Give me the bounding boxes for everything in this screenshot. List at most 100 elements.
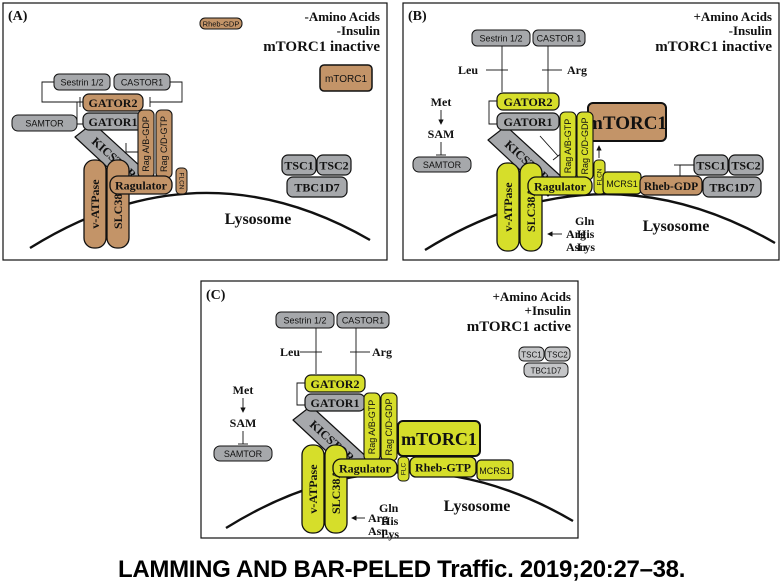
panel-a-tsc2 — [316, 154, 352, 176]
panel-b-gator2 — [496, 92, 560, 111]
panel-a-v-atpase — [83, 159, 107, 249]
panel-b-tsc1 — [693, 154, 729, 176]
panel-b-sestrin — [471, 29, 531, 47]
panel-b-mcrs1-label: MCRS1 — [606, 179, 638, 189]
panel-b-v-atpase — [496, 162, 520, 252]
panel-a-samtor — [11, 114, 78, 132]
panel-a-mtorc1-label: mTORC1 — [325, 74, 367, 85]
panel-b-met: Met — [431, 95, 452, 109]
panel-a-label: (A) — [8, 9, 28, 24]
panel-b-tbc1d7-label: TBC1D7 — [709, 181, 754, 195]
panel-a-samtor-label: SAMTOR — [25, 119, 64, 129]
panel-c-aa-gln: Gln — [379, 501, 399, 515]
panel-c-arg: Arg — [372, 345, 392, 359]
panel-c-samtor-label: SAMTOR — [224, 449, 263, 459]
panel-c-sestrin — [275, 311, 335, 329]
panel-b-ragulator-label: Ragulator — [534, 180, 587, 194]
panel-c-tbc1d7 — [523, 362, 569, 378]
panel-c-samtor — [213, 445, 273, 462]
panel-c-mtorc1-label: mTORC1 — [401, 429, 477, 449]
panel-a-rag-ab-label: Rag A/B-GDP — [141, 116, 151, 172]
panel-c-ragulator — [332, 458, 398, 478]
panel-c-met: Met — [233, 383, 254, 397]
panel-a-v-atpase-label: v-ATPase — [88, 179, 102, 229]
panel-c-rag-ab-label: Rag A/B-GTP — [367, 400, 377, 455]
panel-c-mtorc1 — [397, 420, 481, 457]
panel-c-condition-insulin: +Insulin — [525, 303, 572, 318]
panel-b-condition-amino: +Amino Acids — [693, 9, 772, 24]
panel-b-castor — [532, 29, 586, 47]
panel-b-mtorc1-label: mTORC1 — [587, 113, 667, 134]
panel-c-tsc1 — [518, 346, 545, 362]
panel-c-label: (C) — [206, 288, 226, 303]
citation: LAMMING AND BAR-PELED Traffic. 2019;20:2… — [118, 556, 686, 583]
panel-a-tbc1d7 — [286, 176, 348, 198]
panel-c-ragulator-label: Ragulator — [339, 462, 392, 476]
panel-b-flcn-label: FLCN — [597, 168, 604, 185]
panel-a-mtorc1 — [319, 64, 373, 92]
panel-b-castor-label: CASTOR 1 — [537, 34, 582, 44]
panel-a-gator2-label: GATOR2 — [89, 96, 138, 110]
panel-a-tsc1-label: TSC1 — [284, 159, 313, 173]
panel-a-condition-insulin: -Insulin — [337, 23, 381, 38]
panel-b-rag-cd-label: Rag C/D-GDP — [580, 117, 590, 174]
panel-b-gator1 — [496, 112, 560, 131]
panel-c-aa-arg: Arg — [368, 511, 388, 525]
panel-c-flc — [397, 456, 410, 482]
panel-c-aa-his: His — [381, 514, 399, 528]
panel-b-arg: Arg — [567, 63, 587, 77]
panel-c-mcrs1-label: MCRS1 — [479, 466, 511, 476]
panel-b: (B) +Amino Acids -Insulin mTORC1 inactiv… — [402, 2, 780, 261]
panel-c-gator2 — [304, 374, 366, 393]
panel-b-aa-arg: Arg — [566, 227, 586, 241]
panel-b-leu: Leu — [458, 63, 478, 77]
panel-b-tbc1d7 — [702, 176, 762, 198]
panel-a-rheb-gdp-label: Rheb-GDP — [203, 20, 240, 29]
panel-c-tsc1-label: TSC1 — [521, 351, 542, 360]
panel-c-sam: SAM — [230, 416, 257, 430]
panel-b-tsc2-label: TSC2 — [731, 159, 760, 173]
panel-c: (C) +Amino Acids +Insulin mTORC1 active … — [200, 280, 579, 541]
panel-b-tsc2 — [728, 154, 764, 176]
panel-c-rag-cd-label: Rag C/D-GDP — [384, 398, 394, 455]
panel-b-rag-ab-label: Rag A/B-GTP — [563, 119, 573, 174]
panel-a-gator2 — [82, 93, 144, 112]
panel-b-tsc1-label: TSC1 — [696, 159, 725, 173]
panel-c-rheb-gtp-label: Rheb-GTP — [415, 461, 471, 475]
panel-b-ragulator — [527, 176, 593, 196]
panel-b-aa-lys: Lys — [577, 240, 595, 254]
panel-a-state: mTORC1 inactive — [263, 39, 380, 55]
panel-c-aa-asn: Asn — [368, 524, 388, 538]
panel-a-castor-label: CASTOR1 — [121, 78, 163, 88]
panel-c-state: mTORC1 active — [467, 319, 572, 335]
panel-a-flcn — [175, 167, 188, 195]
panel-c-castor — [336, 311, 390, 329]
panel-c-gator1-label: GATOR1 — [311, 396, 360, 410]
panel-c-castor-label: CASTOR1 — [342, 316, 384, 326]
panel-a-tsc1 — [281, 154, 317, 176]
panel-c-flc-label: FLC — [401, 463, 408, 476]
panel-b-lysosome-label: Lysosome — [643, 218, 710, 235]
panel-c-tsc2 — [544, 346, 571, 362]
panel-c-v-atpase-label: v-ATPase — [306, 464, 320, 514]
panel-b-aa-asn: Asn — [566, 240, 586, 254]
panel-a: (A) -Amino Acids -Insulin mTORC1 inactiv… — [2, 2, 388, 261]
panel-a-sestrin-label: Sestrin 1/2 — [60, 78, 103, 88]
panel-b-gator2-label: GATOR2 — [504, 95, 553, 109]
panel-c-leu: Leu — [280, 345, 300, 359]
panel-b-aa-his: His — [577, 227, 595, 241]
panel-a-lysosome-label: Lysosome — [225, 211, 292, 228]
panel-a-flcn-label: FLCN — [178, 173, 185, 190]
panel-c-tsc2-label: TSC2 — [547, 351, 568, 360]
panel-b-label: (B) — [408, 9, 427, 24]
panel-b-v-atpase-label: v-ATPase — [501, 182, 515, 232]
panel-c-condition-amino: +Amino Acids — [492, 289, 571, 304]
panel-b-rheb-gdp-label: Rheb-GDP — [644, 181, 698, 193]
panel-a-rag-cd-label: Rag C/D-GTP — [159, 116, 169, 172]
panel-c-aa-lys: Lys — [381, 527, 399, 541]
panel-b-samtor — [412, 156, 472, 173]
panel-b-gator1-label: GATOR1 — [504, 115, 553, 129]
panel-b-sam: SAM — [428, 127, 455, 141]
panel-c-gator2-label: GATOR2 — [311, 377, 360, 391]
